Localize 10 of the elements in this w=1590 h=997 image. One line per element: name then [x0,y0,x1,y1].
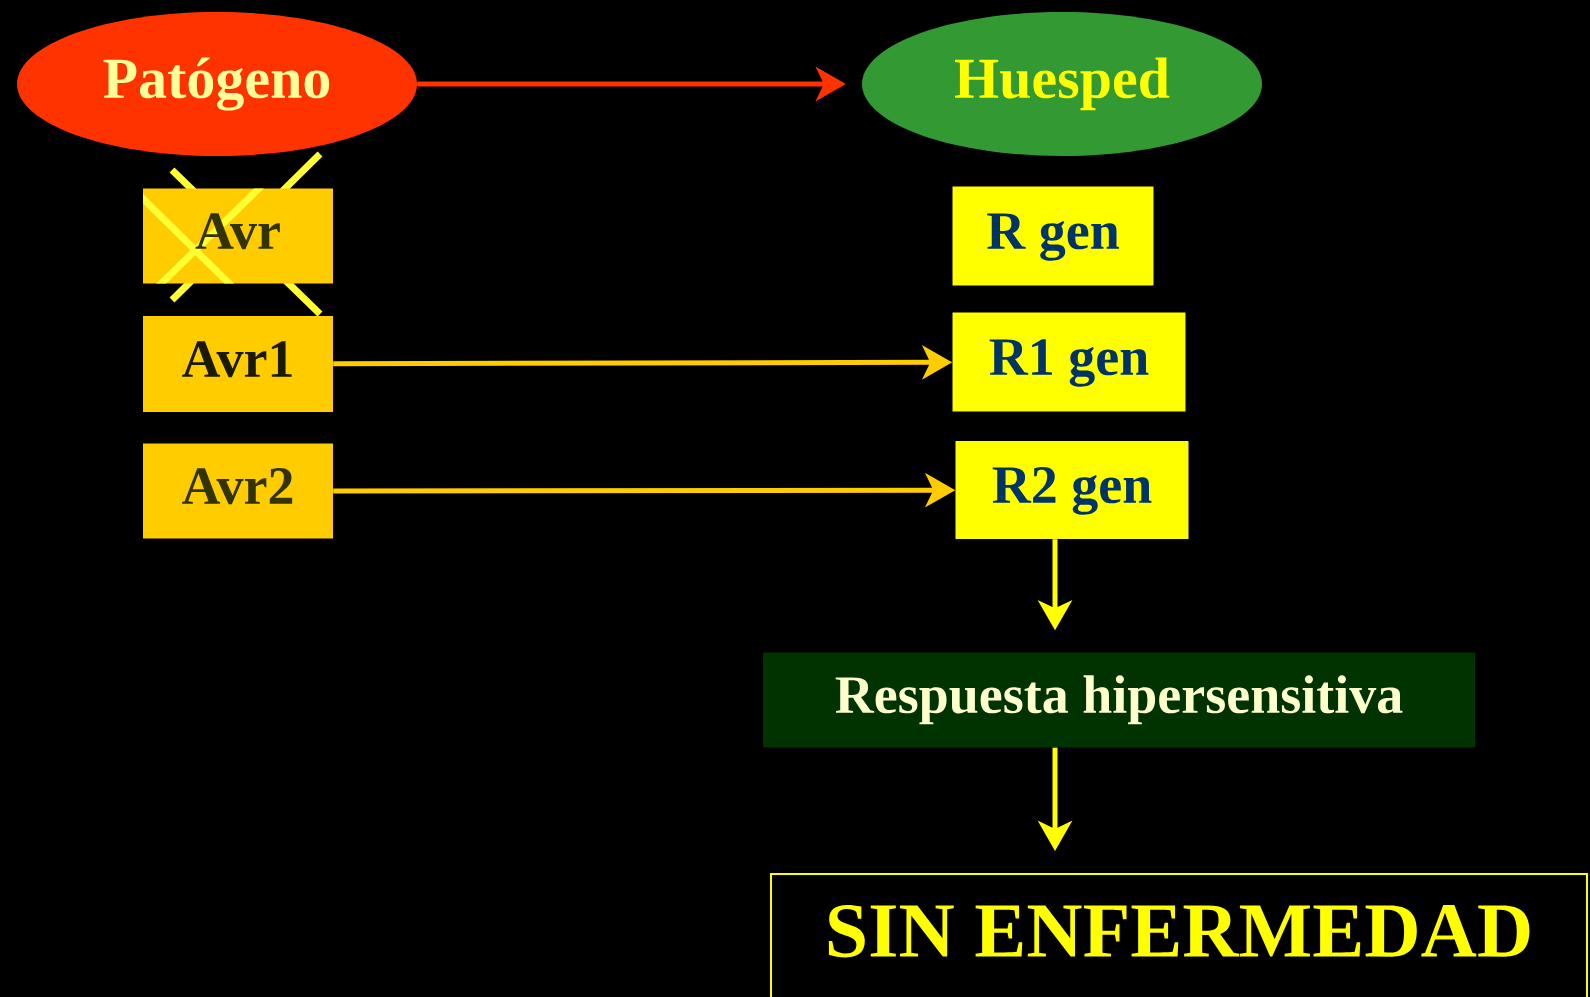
oval-label: Huesped [862,12,1262,156]
gene-box: Avr [143,188,333,284]
gene-box: R gen [952,186,1154,286]
gene-box: Avr1 [143,316,333,412]
oval-label: Patógeno [17,12,417,156]
response-box: Respuesta hipersensitiva [763,652,1475,748]
result-box: SIN ENFERMEDAD [770,873,1588,997]
gene-box: R2 gen [955,441,1189,539]
gene-box: R1 gen [952,312,1186,412]
gene-box: Avr2 [143,443,333,539]
